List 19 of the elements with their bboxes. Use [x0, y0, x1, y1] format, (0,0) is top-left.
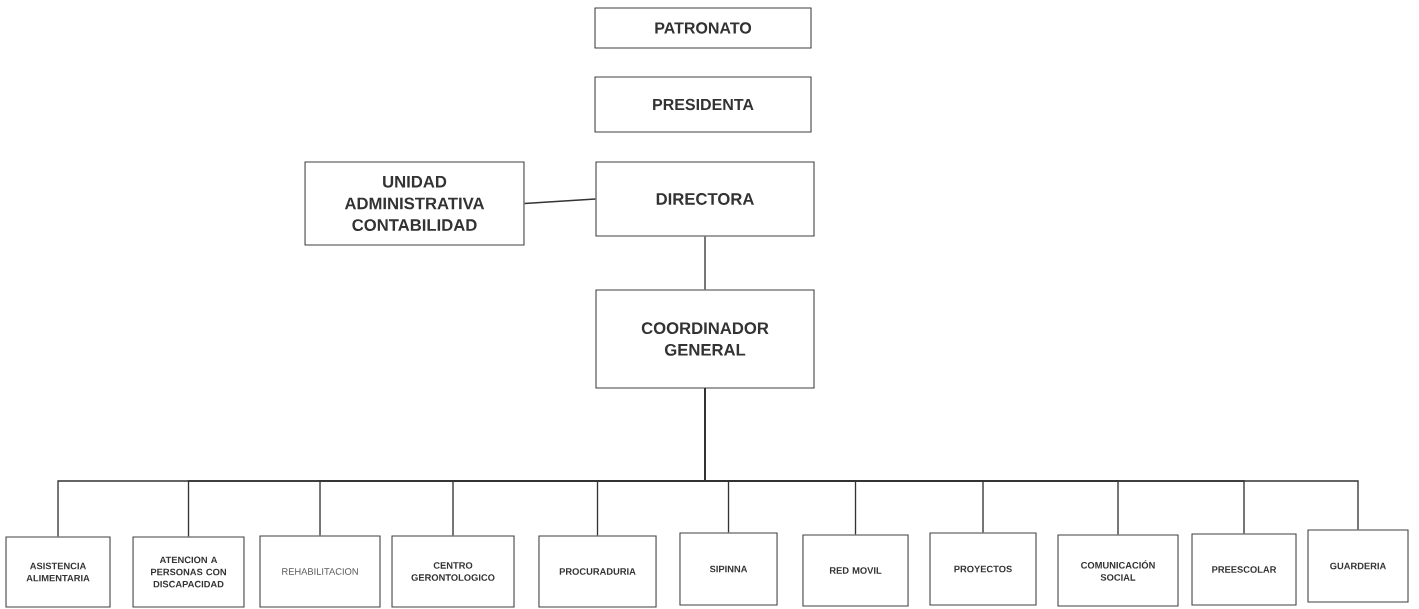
org-box: ASISTENCIA ALIMENTARIA	[5, 536, 111, 608]
org-box: UNIDAD ADMINISTRATIVA CONTABILIDAD	[304, 161, 525, 246]
org-box: PRESIDENTA	[594, 76, 812, 133]
connector-line	[704, 235, 706, 291]
org-box: GUARDERIA	[1307, 529, 1409, 603]
org-box: PROCURADURIA	[538, 535, 657, 608]
org-box: DIRECTORA	[595, 161, 815, 237]
connector-line	[704, 387, 1359, 531]
org-box: COORDINADOR GENERAL	[595, 289, 815, 389]
connector-line	[523, 198, 597, 205]
org-box: RED MOVIL	[802, 534, 909, 607]
org-box: PROYECTOS	[929, 532, 1037, 606]
org-box: COMUNICACIÓN SOCIAL	[1057, 534, 1179, 607]
org-box: REHABILITACION	[259, 535, 381, 608]
org-box: PATRONATO	[594, 7, 812, 49]
org-box: CENTRO GERONTOLOGICO	[391, 535, 515, 608]
org-box: SIPINNA	[679, 532, 778, 606]
org-box: ATENCION A PERSONAS CON DISCAPACIDAD	[132, 536, 245, 608]
org-box: PREESCOLAR	[1191, 533, 1297, 606]
